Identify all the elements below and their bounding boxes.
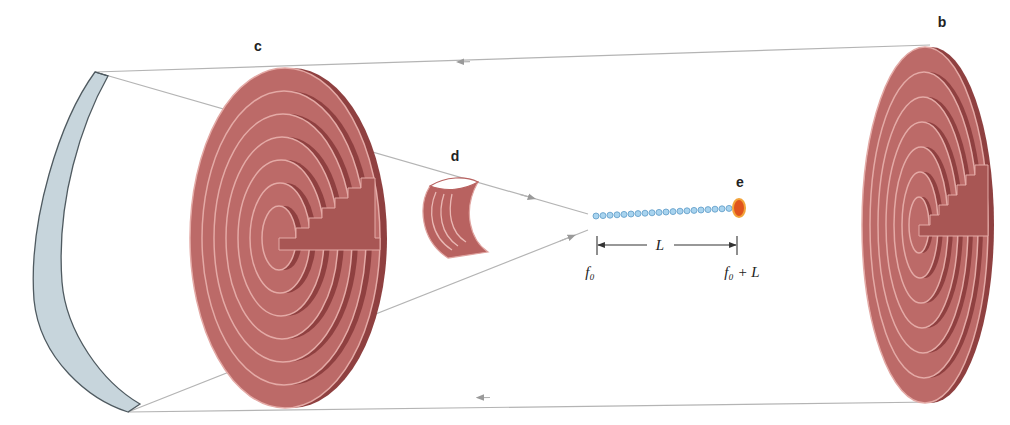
- electron: [635, 211, 641, 217]
- electron: [670, 209, 676, 215]
- target-spot: [733, 199, 745, 217]
- lens-d: [423, 178, 488, 258]
- ray-arrow: [520, 194, 532, 198]
- mirror-edge: [95, 72, 108, 76]
- plate-cutaway: [919, 165, 988, 236]
- plate-ring: [862, 47, 988, 403]
- electron: [656, 209, 662, 215]
- dimension-label: L: [654, 238, 666, 253]
- electron: [712, 206, 718, 212]
- electron: [719, 206, 725, 212]
- lens-opening: [430, 178, 478, 190]
- dimension-tick: [736, 236, 737, 255]
- position-label: f₀: [583, 265, 596, 280]
- dimension-marker: [597, 236, 737, 255]
- electron: [691, 207, 697, 213]
- electron: [684, 208, 690, 214]
- electron: [600, 213, 606, 219]
- position-label: f₀ + L: [722, 265, 761, 280]
- electron: [663, 209, 669, 215]
- lens-body: [423, 182, 488, 258]
- electron: [628, 211, 634, 217]
- dimension-tick: [596, 236, 597, 255]
- dimension-arrow: [674, 244, 736, 245]
- electron-beam: [593, 205, 732, 219]
- part-letter: b: [938, 15, 947, 29]
- electron: [621, 211, 627, 217]
- electron: [607, 212, 613, 218]
- electron: [698, 207, 704, 213]
- part-letter: e: [736, 175, 744, 189]
- electron: [614, 212, 620, 218]
- part-letter: d: [451, 149, 460, 163]
- upper-ray: [95, 45, 930, 72]
- lens-rib: [450, 194, 466, 242]
- concave-mirror: [33, 72, 140, 412]
- beam-lines: [95, 45, 935, 412]
- lens-rib: [441, 194, 458, 246]
- electron: [642, 210, 648, 216]
- lower-ray: [128, 402, 935, 412]
- electron: [705, 207, 711, 213]
- dimension-arrow: [598, 244, 647, 245]
- plate-cutaway: [279, 178, 380, 250]
- zone-plate-c: [190, 68, 387, 408]
- ray-arrow: [460, 61, 470, 63]
- plate-ring: [190, 68, 380, 408]
- part-letter: c: [254, 39, 262, 53]
- electron: [726, 205, 732, 211]
- electron: [593, 213, 599, 219]
- ray-arrow: [560, 236, 572, 241]
- electron: [649, 210, 655, 216]
- electron: [677, 208, 683, 214]
- zone-plate-b: [862, 47, 994, 403]
- ray-arrow: [480, 397, 490, 398]
